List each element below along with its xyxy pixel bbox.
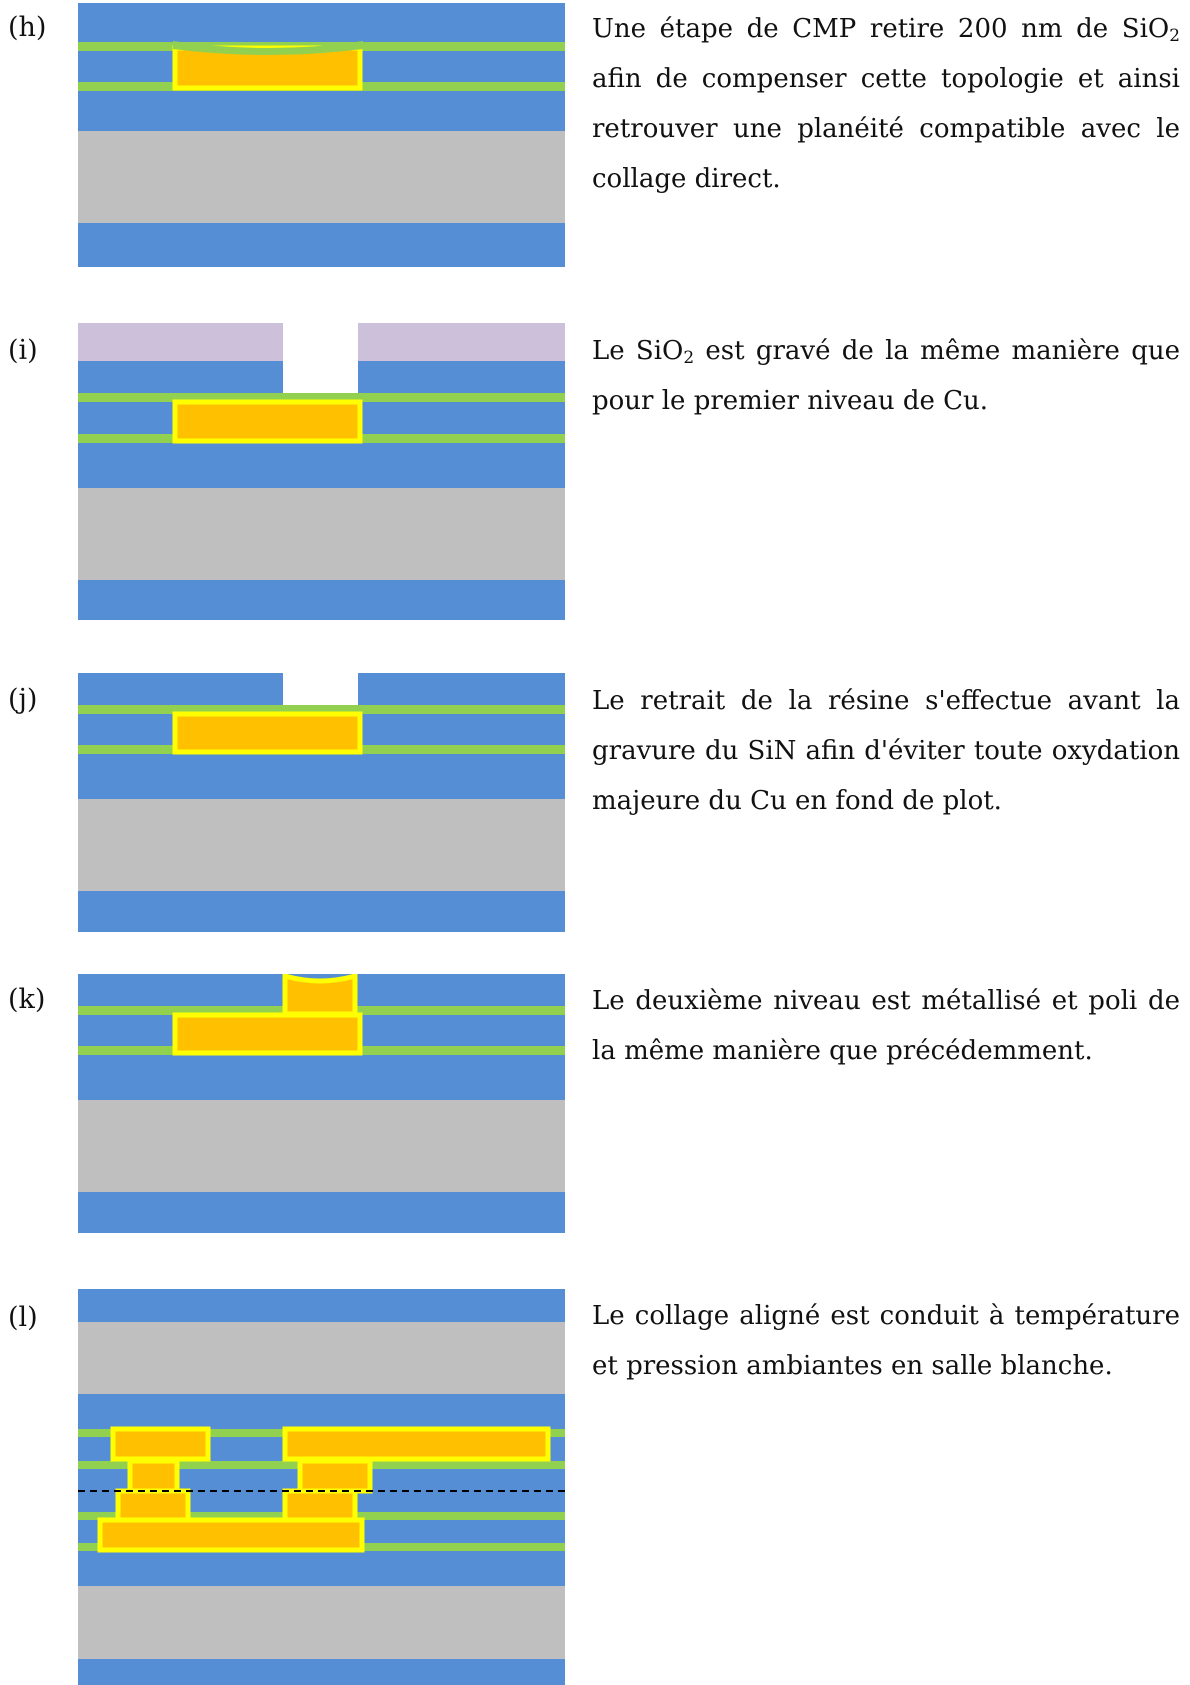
copper-via-bottom-left	[115, 1488, 191, 1523]
copper-pad-top-left	[110, 1426, 211, 1462]
copper-pad	[172, 1012, 363, 1056]
step-description-i: Le SiO2 est gravé de la même manière que…	[592, 336, 1180, 416]
resist-left	[78, 323, 283, 361]
copper-pad-top-right	[282, 1426, 551, 1462]
step-description-j: Le retrait de la résine s'effectue avant…	[592, 686, 1180, 816]
cross-section-l	[78, 1289, 565, 1685]
step-description-l: Le collage aligné est conduit à températ…	[592, 1301, 1180, 1381]
sin-dish	[173, 41, 363, 55]
copper-via-top-right	[297, 1458, 373, 1494]
copper-pad-bottom	[97, 1517, 365, 1553]
step-label-i: (i)	[8, 335, 38, 366]
copper-via	[282, 974, 358, 1017]
silicon-substrate-bottom	[78, 1586, 565, 1659]
sin-layer-top	[78, 705, 565, 714]
silicon-substrate	[78, 488, 565, 580]
step-description-k: Le deuxième niveau est métallisé et poli…	[592, 986, 1180, 1066]
copper-via-bottom-right	[282, 1488, 358, 1523]
step-label-h: (h)	[8, 12, 47, 43]
via-opening	[283, 361, 358, 393]
step-label-j: (j)	[8, 684, 38, 715]
step-label-k: (k)	[8, 984, 46, 1015]
cross-section-i	[78, 323, 565, 620]
step-label-l: (l)	[8, 1302, 38, 1333]
step-description-h: Une étape de CMP retire 200 nm de SiO2 a…	[592, 14, 1180, 194]
via-opening	[283, 673, 358, 705]
silicon-substrate	[78, 131, 565, 223]
copper-pad	[172, 711, 363, 755]
cross-section-k	[78, 974, 565, 1233]
silicon-substrate	[78, 1100, 565, 1192]
sin-layer-top	[78, 393, 565, 402]
copper-via-top-left	[127, 1458, 180, 1494]
silicon-substrate-top	[78, 1322, 565, 1394]
resist-right	[358, 323, 565, 361]
cross-section-j	[78, 673, 565, 932]
cross-section-h	[78, 3, 565, 267]
silicon-substrate	[78, 799, 565, 891]
copper-pad	[172, 399, 363, 444]
